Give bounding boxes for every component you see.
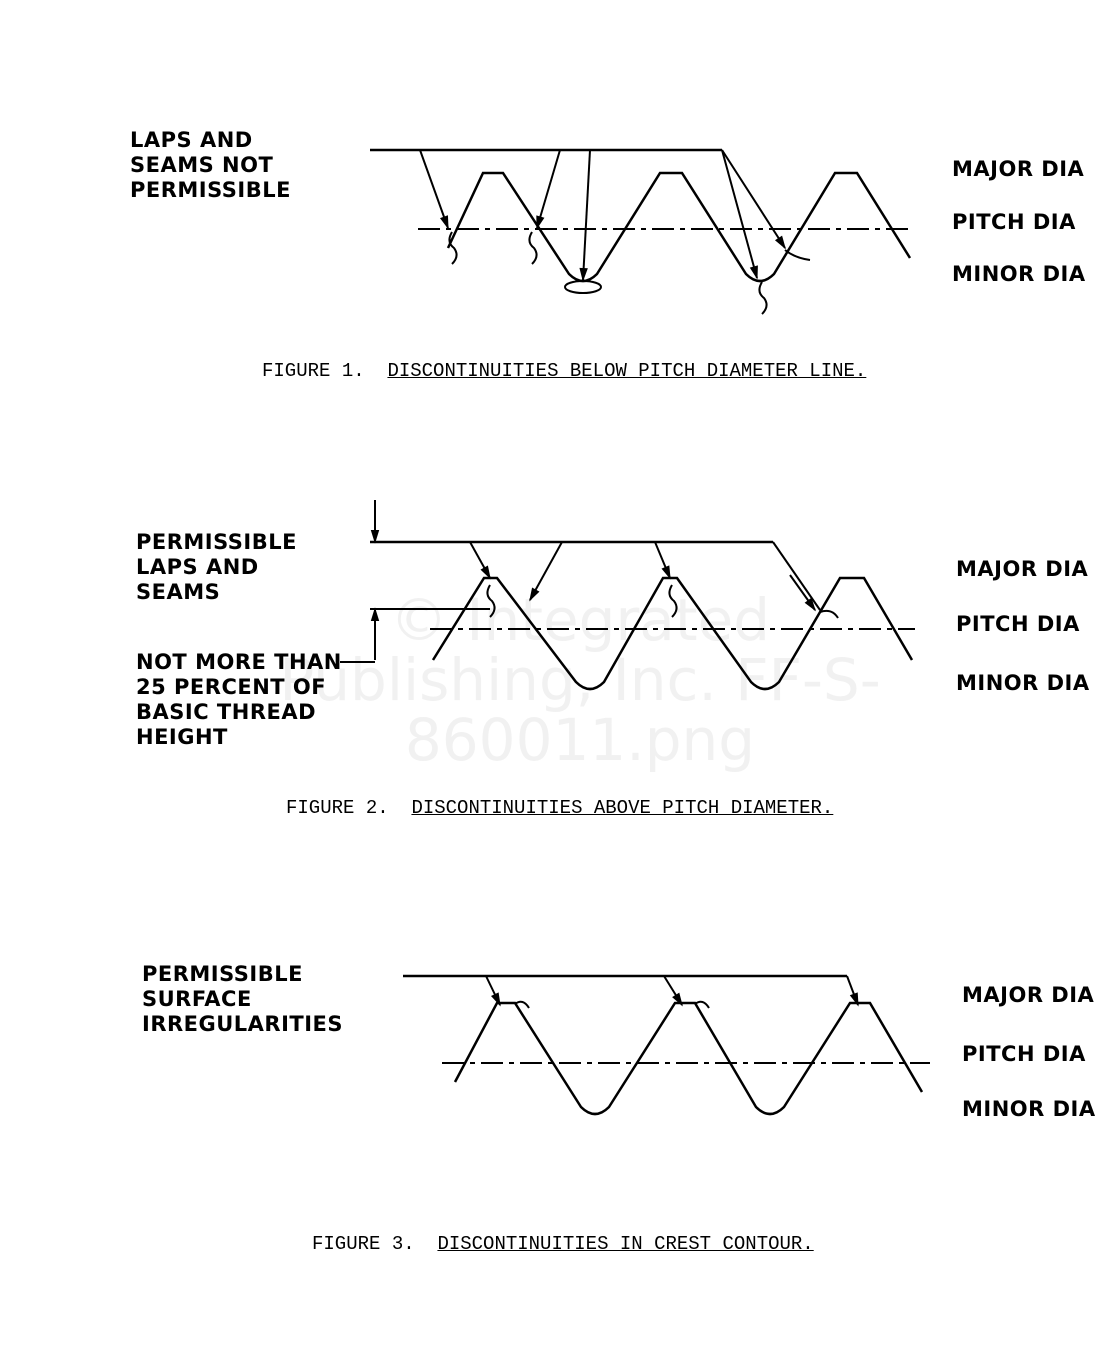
arrowhead-icon	[370, 607, 380, 621]
irregularity-mark	[514, 1000, 530, 1009]
fig1-left-label: LAPS AND SEAMS NOT PERMISSIBLE	[130, 128, 291, 202]
arrowhead-icon	[579, 267, 588, 282]
crack-mark	[784, 249, 811, 261]
crack-mark	[819, 609, 839, 619]
fig3-caption: FIGURE 3. DISCONTINUITIES IN CREST CONTO…	[312, 1233, 814, 1255]
crack-mark	[486, 584, 496, 618]
arrowhead-icon	[849, 992, 859, 1007]
fig2-left-label: PERMISSIBLE LAPS AND SEAMS	[136, 530, 297, 604]
figure-1-diagram	[370, 148, 912, 315]
fig2-caption-text: DISCONTINUITIES ABOVE PITCH DIAMETER.	[411, 797, 834, 819]
fig3-pitch-dia: PITCH DIA	[962, 1042, 1086, 1066]
fig2-caption-number: FIGURE 2.	[286, 797, 389, 819]
fig1-caption-number: FIGURE 1.	[262, 360, 365, 382]
arrowhead-icon	[661, 565, 671, 580]
fig2-pitch-dia: PITCH DIA	[956, 612, 1080, 636]
arrow-line	[536, 149, 561, 229]
thread-profile	[453, 1001, 924, 1116]
fig1-caption-text: DISCONTINUITIES BELOW PITCH DIAMETER LIN…	[387, 360, 867, 382]
crack-mark	[758, 281, 768, 315]
arrowhead-icon	[672, 992, 683, 1007]
arrowhead-icon	[490, 992, 501, 1007]
crack-mark	[448, 231, 458, 265]
arrowhead-icon	[480, 565, 491, 580]
fig3-minor-dia: MINOR DIA	[962, 1097, 1096, 1121]
fig2-caption: FIGURE 2. DISCONTINUITIES ABOVE PITCH DI…	[286, 797, 833, 819]
crack-mark	[668, 584, 678, 618]
fig1-caption: FIGURE 1. DISCONTINUITIES BELOW PITCH DI…	[262, 360, 866, 382]
fig1-major-dia: MAJOR DIA	[952, 157, 1085, 181]
arrow-line	[582, 149, 591, 281]
figure-3-diagram	[403, 974, 930, 1116]
arrow-line	[721, 149, 786, 249]
arrowhead-icon	[370, 530, 380, 544]
thread-profile	[431, 576, 914, 691]
fig3-major-dia: MAJOR DIA	[962, 983, 1095, 1007]
fig3-caption-text: DISCONTINUITIES IN CREST CONTOUR.	[437, 1233, 814, 1255]
fig2-height-note: NOT MORE THAN 25 PERCENT OF BASIC THREAD…	[136, 650, 342, 749]
arrowhead-icon	[804, 597, 816, 612]
irregularity-mark	[694, 1000, 710, 1009]
crack-mark	[528, 231, 538, 265]
arrowhead-icon	[536, 215, 545, 230]
thread-profile	[446, 171, 912, 283]
figure-2-diagram	[340, 500, 915, 691]
fig1-pitch-dia: PITCH DIA	[952, 210, 1076, 234]
fig2-minor-dia: MINOR DIA	[956, 671, 1090, 695]
void-mark	[564, 280, 602, 294]
arrowhead-icon	[529, 587, 540, 602]
leader-line	[772, 541, 821, 611]
fig1-minor-dia: MINOR DIA	[952, 262, 1086, 286]
arrowhead-icon	[749, 265, 758, 280]
fig3-left-label: PERMISSIBLE SURFACE IRREGULARITIES	[142, 962, 344, 1036]
arrowhead-icon	[439, 215, 449, 230]
fig3-caption-number: FIGURE 3.	[312, 1233, 415, 1255]
fig2-major-dia: MAJOR DIA	[956, 557, 1089, 581]
arrow-line	[419, 149, 449, 229]
arrow-line	[721, 149, 758, 279]
arrowhead-icon	[774, 235, 786, 250]
